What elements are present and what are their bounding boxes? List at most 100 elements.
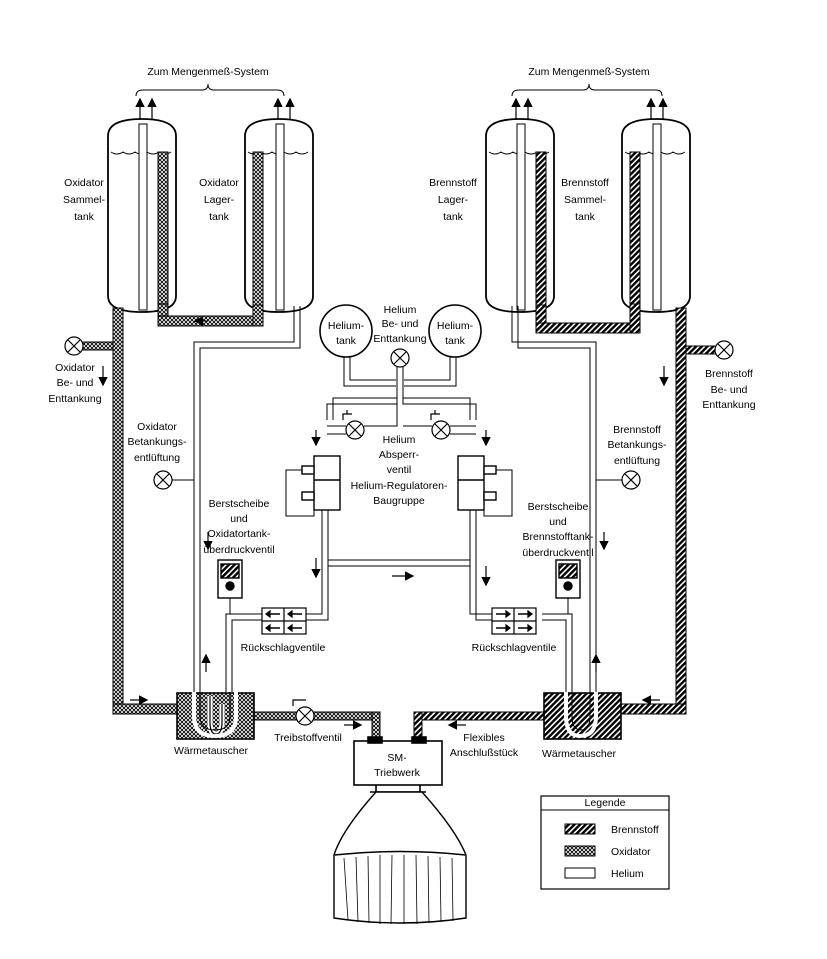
- svg-text:Sammel-: Sammel-: [63, 194, 106, 206]
- valve-propellant: [292, 699, 315, 726]
- legend-label-fuel: Brennstoff: [611, 824, 659, 836]
- svg-text:Brennstoff: Brennstoff: [613, 424, 661, 436]
- top-brace-left: [135, 83, 285, 97]
- svg-text:Enttankung: Enttankung: [702, 399, 755, 411]
- svg-text:Lager-: Lager-: [204, 194, 235, 206]
- legend-label-oxidizer: Oxidator: [611, 846, 651, 858]
- svg-text:Absperr-: Absperr-: [379, 449, 420, 461]
- svg-text:Brennstoff: Brennstoff: [705, 368, 753, 380]
- svg-text:tank: tank: [575, 211, 596, 223]
- label-heat-exchanger-right: Wärmetauscher: [542, 748, 617, 760]
- label-heat-exchanger-left: Wärmetauscher: [174, 745, 249, 757]
- svg-text:Betankungs-: Betankungs-: [128, 436, 187, 448]
- label-helium-tank-left: Helium- tank: [328, 320, 365, 347]
- tank-ox-sammel: [107, 118, 177, 313]
- svg-text:Helium-: Helium-: [437, 320, 474, 332]
- legend-label-helium: Helium: [611, 868, 644, 880]
- label-check-valves-left: Rückschlagventile: [241, 642, 326, 654]
- svg-text:überdruckventil: überdruckventil: [522, 547, 593, 559]
- valve-helium-shutoff-left: [342, 410, 365, 440]
- svg-text:Brennstoff: Brennstoff: [561, 177, 609, 189]
- label-measuring-left: Zum Mengenmeß-System: [147, 66, 269, 78]
- svg-text:und: und: [230, 513, 248, 525]
- svg-text:Anschlußstück: Anschlußstück: [450, 747, 519, 759]
- label-fuel-vent: Brennstoff Betankungs- entlüftung: [608, 424, 667, 467]
- svg-text:Lager-: Lager-: [438, 194, 469, 206]
- svg-text:tank: tank: [209, 211, 230, 223]
- valve-helium-shutoff-right: [430, 410, 451, 440]
- svg-text:Enttankung: Enttankung: [373, 333, 426, 345]
- svg-text:Baugruppe: Baugruppe: [373, 495, 425, 507]
- svg-text:Oxidator: Oxidator: [64, 177, 104, 189]
- svg-text:Triebwerk: Triebwerk: [374, 767, 420, 779]
- svg-text:tank: tank: [336, 335, 357, 347]
- label-helium-tank-right: Helium- tank: [437, 320, 474, 347]
- svg-text:Helium: Helium: [384, 304, 417, 316]
- check-valves-right: [491, 607, 537, 635]
- label-helium-fill: Helium Be- und Enttankung: [373, 304, 426, 345]
- heat-exchanger-left: [176, 692, 255, 740]
- svg-text:Betankungs-: Betankungs-: [608, 439, 667, 451]
- helium-shutoff-lines: [327, 404, 476, 435]
- label-fuel-fill: Brennstoff Be- und Enttankung: [702, 368, 755, 411]
- heat-exchanger-right: [543, 692, 622, 740]
- svg-text:Enttankung: Enttankung: [48, 393, 101, 405]
- svg-text:Helium: Helium: [383, 434, 416, 446]
- valve-ox-vent: [153, 470, 173, 490]
- tank-fuel-lager: [485, 118, 555, 313]
- tank-fuel-sammel: [621, 118, 691, 313]
- legend-title: Legende: [585, 797, 626, 809]
- svg-text:Berstscheibe: Berstscheibe: [528, 501, 589, 513]
- svg-text:Oxidator: Oxidator: [137, 421, 177, 433]
- flow-arrows: [98, 316, 669, 730]
- svg-text:Oxidator: Oxidator: [199, 177, 239, 189]
- label-engine: SM- Triebwerk: [374, 752, 420, 779]
- regulator-left: [301, 455, 341, 511]
- label-propellant-valve: Treibstoffventil: [274, 732, 342, 744]
- svg-text:tank: tank: [445, 335, 466, 347]
- check-valves-left: [261, 607, 307, 635]
- valve-helium-fill: [390, 348, 410, 368]
- helium-tank-left: [319, 304, 373, 358]
- legend-swatch-oxidizer: [564, 845, 596, 857]
- svg-text:Be- und: Be- und: [57, 377, 94, 389]
- label-ox-vent: Oxidator Betankungs- entlüftung: [128, 421, 187, 464]
- label-flex-connector: Flexibles Anschlußstück: [450, 732, 519, 759]
- svg-text:und: und: [549, 516, 567, 528]
- svg-text:Berstscheibe: Berstscheibe: [209, 498, 270, 510]
- label-fuel-lager: Brennstoff Lager- tank: [429, 177, 477, 223]
- measuring-arrows: [135, 97, 668, 122]
- label-ox-sammel: Oxidator Sammel- tank: [63, 177, 106, 223]
- legend-swatch-helium: [564, 867, 596, 879]
- top-brace-right: [511, 83, 663, 97]
- svg-text:tank: tank: [74, 211, 95, 223]
- label-fuel-burst: Berstscheibe und Brennstofftank- überdru…: [522, 501, 594, 559]
- svg-text:überdruckventil: überdruckventil: [203, 544, 274, 556]
- label-measuring-right: Zum Mengenmeß-System: [528, 66, 650, 78]
- valve-fuel-fill: [714, 340, 734, 360]
- svg-text:ventil: ventil: [387, 464, 412, 476]
- svg-text:entlüftung: entlüftung: [134, 452, 180, 464]
- burst-disk-ox: [217, 559, 243, 599]
- svg-text:Oxidatortank-: Oxidatortank-: [207, 528, 271, 540]
- svg-text:Flexibles: Flexibles: [463, 732, 504, 744]
- svg-text:Be- und: Be- und: [711, 384, 748, 396]
- svg-text:Be- und: Be- und: [382, 318, 419, 330]
- regulator-right: [457, 455, 497, 511]
- legend-box: [540, 795, 670, 890]
- svg-text:Helium-Regulatoren-: Helium-Regulatoren-: [351, 480, 448, 492]
- label-fuel-sammel: Brennstoff Sammel- tank: [561, 177, 609, 223]
- label-ox-burst: Berstscheibe und Oxidatortank- überdruck…: [203, 498, 274, 556]
- svg-text:SM-: SM-: [387, 752, 407, 764]
- label-check-valves-right: Rückschlagventile: [472, 642, 557, 654]
- svg-text:tank: tank: [443, 211, 464, 223]
- helium-tank-right: [428, 304, 482, 358]
- label-helium-shutoff: Helium Absperr- ventil Helium-Regulatore…: [351, 434, 448, 507]
- engine: [353, 736, 443, 793]
- valve-ox-fill: [64, 336, 84, 356]
- svg-text:entlüftung: entlüftung: [614, 455, 660, 467]
- nozzle: [333, 791, 467, 925]
- svg-text:Helium-: Helium-: [328, 320, 365, 332]
